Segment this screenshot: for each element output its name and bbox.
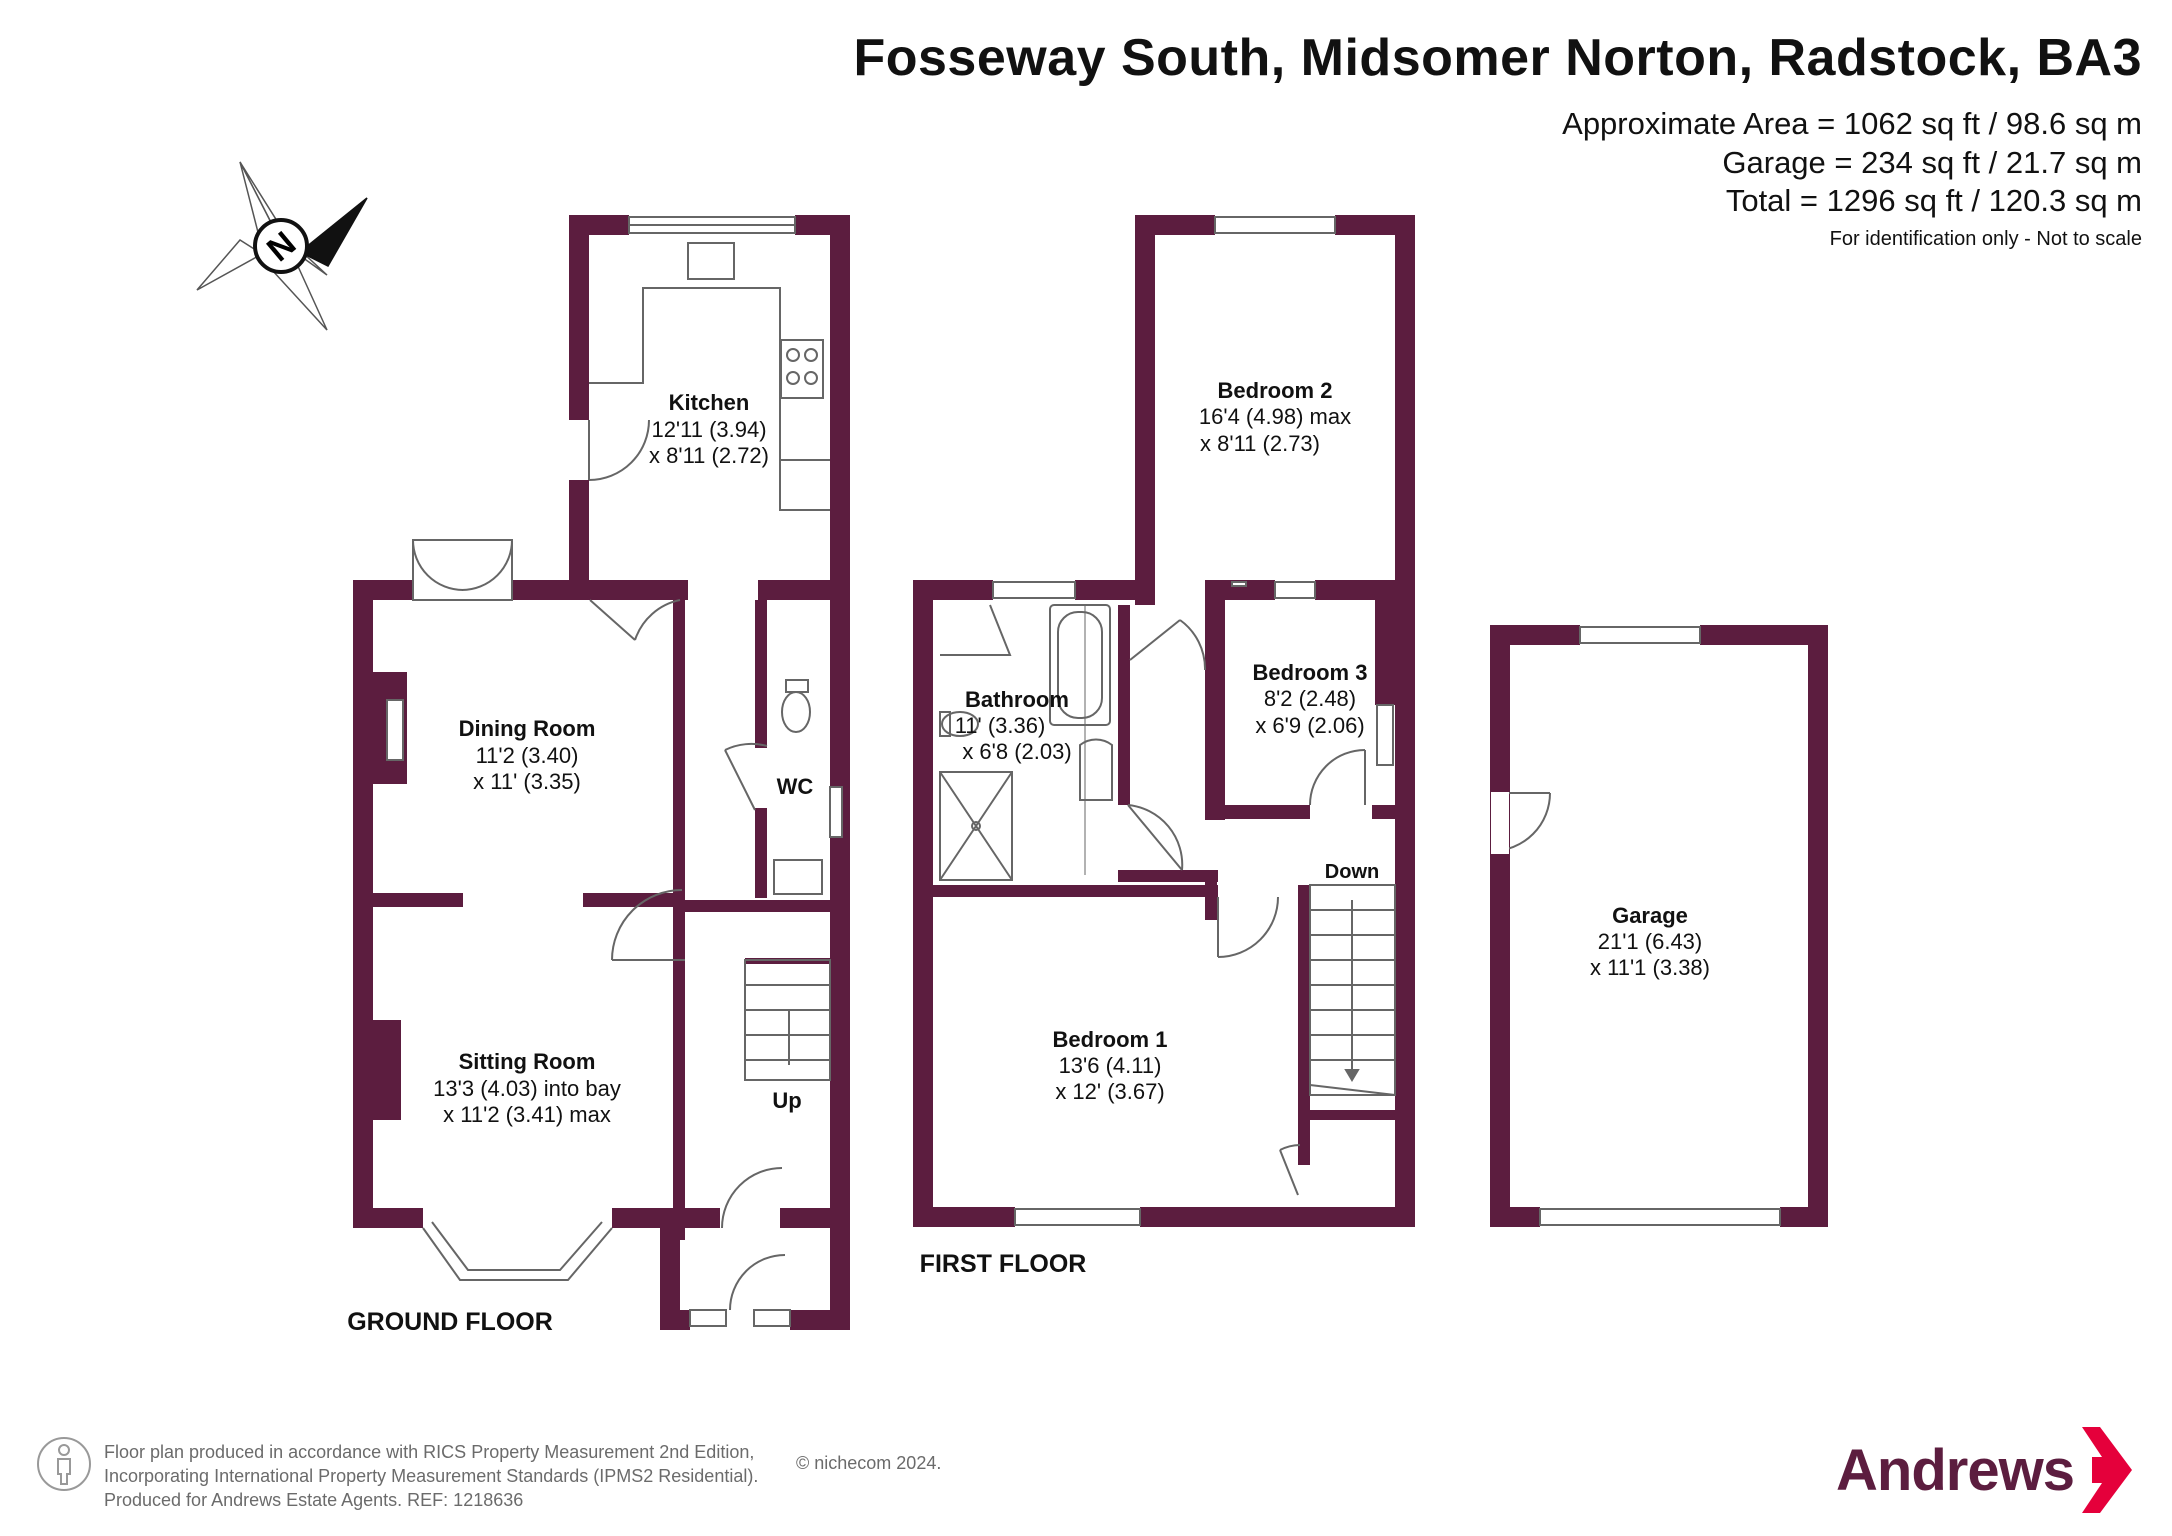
garage-name: Garage: [1612, 903, 1688, 928]
bathroom-dim2: x 6'8 (2.03): [962, 739, 1071, 764]
dining-name: Dining Room: [459, 716, 596, 741]
page-title: Fosseway South, Midsomer Norton, Radstoc…: [853, 29, 2142, 87]
garage-dim1: 21'1 (6.43): [1598, 929, 1703, 954]
dining-dim2: x 11' (3.35): [473, 769, 581, 794]
kitchen-dim1: 12'11 (3.94): [651, 417, 766, 442]
logo-text: Andrews: [1836, 1437, 2075, 1503]
stairs-up-label: Up: [772, 1088, 801, 1113]
garage-area: Garage = 234 sq ft / 21.7 sq m: [1722, 145, 2142, 180]
ground-floor: [353, 215, 850, 1330]
total-area: Total = 1296 sq ft / 120.3 sq m: [1725, 183, 2142, 218]
bedroom1-name: Bedroom 1: [1053, 1027, 1168, 1052]
compass-north-icon: N: [196, 161, 368, 331]
wc-name: WC: [777, 774, 814, 799]
first-floor-label: FIRST FLOOR: [920, 1250, 1087, 1278]
chevron-right-icon: [2082, 1427, 2132, 1513]
garage-fixtures: [1491, 626, 1781, 1226]
approximate-area: Approximate Area = 1062 sq ft / 98.6 sq …: [1562, 106, 2142, 141]
bedroom2-dim1: 16'4 (4.98) max: [1199, 404, 1351, 429]
stairs-down-label: Down: [1325, 861, 1379, 883]
bedroom2-dim2: x 8'11 (2.73): [1200, 431, 1320, 456]
ground-floor-label: GROUND FLOOR: [347, 1308, 553, 1336]
bedroom3-name: Bedroom 3: [1253, 660, 1368, 685]
kitchen-dim2: x 8'11 (2.72): [649, 443, 769, 468]
footer-line-3: Produced for Andrews Estate Agents. REF:…: [104, 1490, 524, 1510]
bathroom-dim1: 11' (3.36): [955, 713, 1046, 738]
ground-floor-fixtures: [386, 216, 843, 1327]
first-floor: [913, 215, 1415, 1227]
footer-text: Floor plan produced in accordance with R…: [104, 1440, 758, 1512]
sitting-name: Sitting Room: [459, 1049, 596, 1074]
bedroom1-dim1: 13'6 (4.11): [1059, 1053, 1162, 1078]
person-icon: [37, 1437, 91, 1491]
andrews-logo: Andrews: [1836, 1425, 2132, 1515]
bedroom2-name: Bedroom 2: [1218, 378, 1333, 403]
copyright: © nichecom 2024.: [796, 1453, 942, 1473]
sitting-dim1: 13'3 (4.03) into bay: [433, 1076, 621, 1101]
dining-dim1: 11'2 (3.40): [476, 743, 579, 768]
first-floor-fixtures: [939, 216, 1396, 1226]
footer-line-1: Floor plan produced in accordance with R…: [104, 1442, 755, 1462]
bedroom3-dim1: 8'2 (2.48): [1264, 686, 1356, 711]
disclaimer: For identification only - Not to scale: [1829, 228, 2142, 250]
garage-floor: [1490, 625, 1828, 1227]
bathroom-name: Bathroom: [965, 687, 1069, 712]
sitting-dim2: x 11'2 (3.41) max: [443, 1102, 611, 1127]
bedroom3-dim2: x 6'9 (2.06): [1255, 713, 1364, 738]
garage-dim2: x 11'1 (3.38): [1590, 955, 1710, 980]
bedroom1-dim2: x 12' (3.67): [1055, 1079, 1164, 1104]
kitchen-name: Kitchen: [669, 390, 750, 415]
footer-line-2: Incorporating International Property Mea…: [104, 1466, 759, 1486]
